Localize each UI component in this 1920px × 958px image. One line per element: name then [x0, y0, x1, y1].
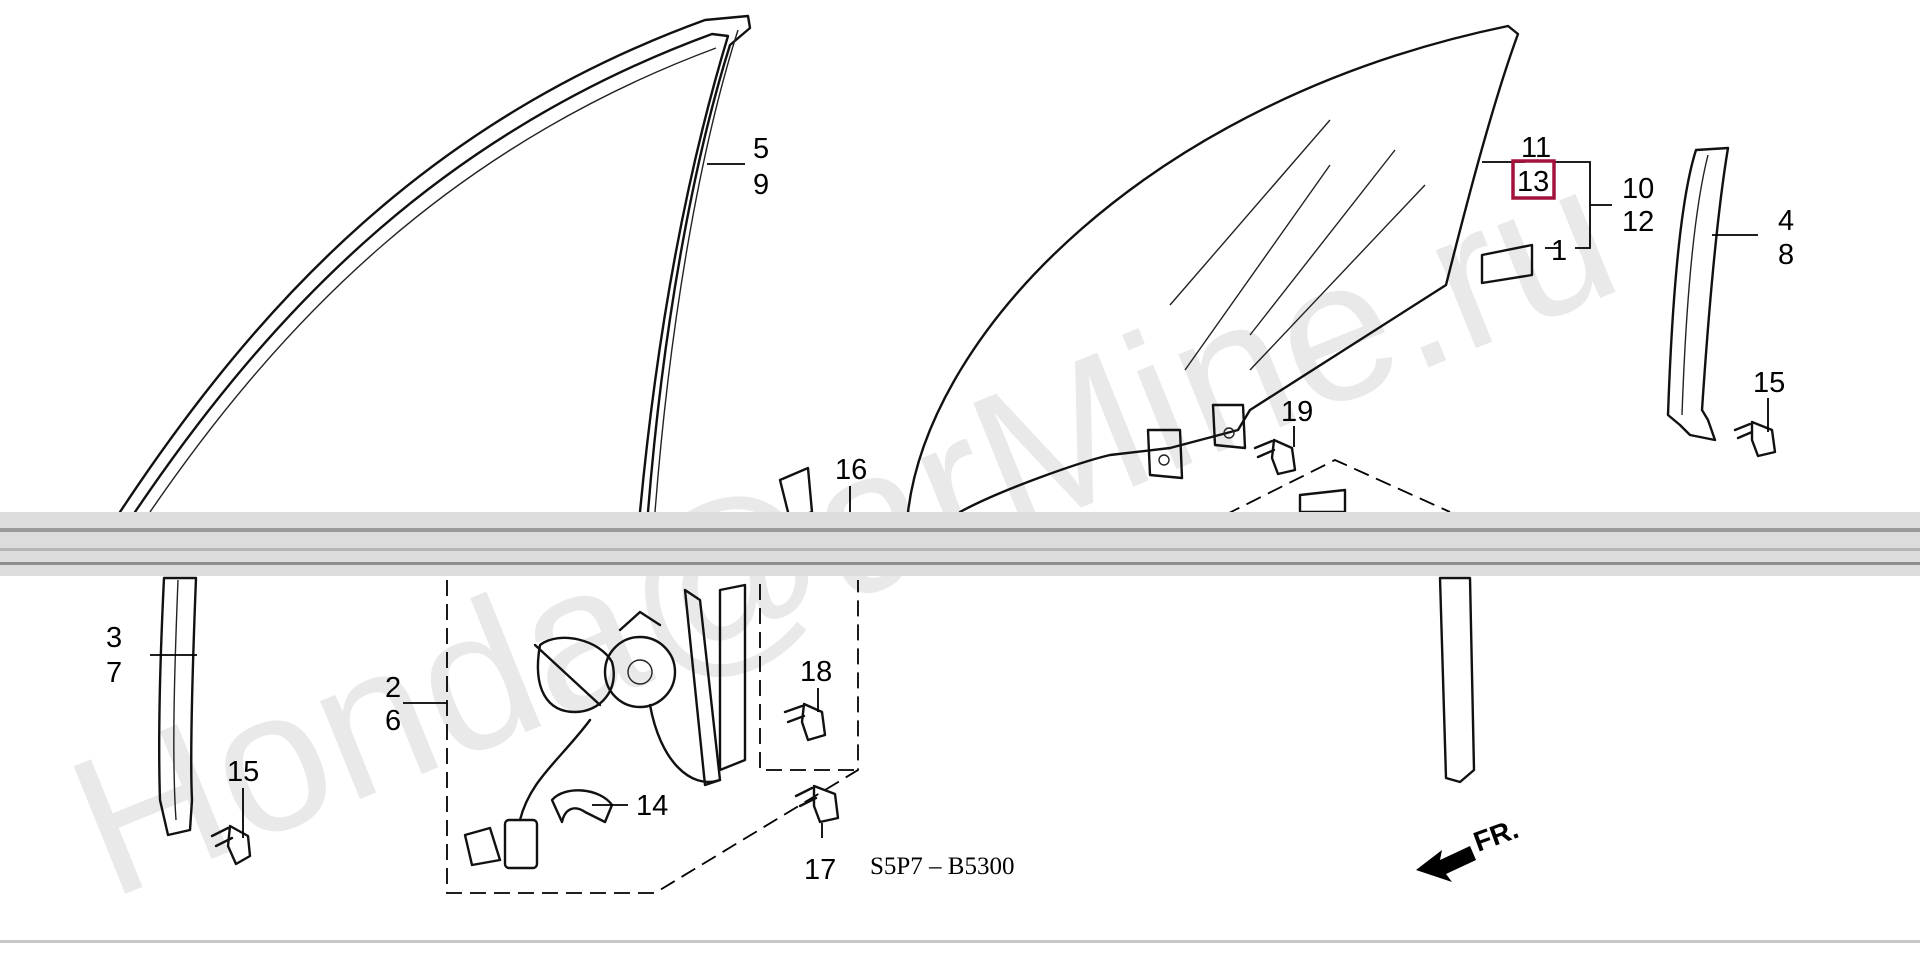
bolt-17[interactable]	[794, 784, 840, 824]
front-lower-channel[interactable]	[158, 576, 198, 837]
callout-6: 6	[385, 705, 401, 737]
bolt-15-rear[interactable]	[1733, 420, 1777, 458]
callout-10: 10	[1622, 173, 1654, 205]
callout-2: 2	[385, 672, 401, 704]
harness-clip[interactable]	[550, 789, 614, 824]
rear-lower-channel[interactable]	[1438, 576, 1476, 784]
callout-17: 17	[804, 854, 836, 886]
leader-lines	[150, 161, 1769, 838]
bolt-18[interactable]	[783, 702, 827, 742]
callout-18: 18	[800, 656, 832, 688]
door-glass[interactable]	[906, 24, 1520, 514]
diagram-code: S5P7 – B5300	[870, 853, 1014, 880]
callout-15-front: 15	[227, 756, 259, 788]
callout-3: 3	[106, 622, 122, 654]
callout-5: 5	[753, 133, 769, 165]
front-direction-arrow: FR.	[1416, 813, 1522, 882]
bolt-15-front[interactable]	[210, 824, 252, 866]
bolt-19[interactable]	[1253, 438, 1297, 476]
regulator-assembly[interactable]	[446, 459, 1451, 894]
callout-16: 16	[835, 454, 867, 486]
callout-7: 7	[106, 657, 122, 689]
callout-1: 1	[1551, 235, 1567, 267]
callout-9: 9	[753, 169, 769, 201]
callout-8: 8	[1778, 239, 1794, 271]
callout-15-rear: 15	[1753, 367, 1785, 399]
callout-13-highlight[interactable]	[1511, 159, 1556, 200]
callout-19: 19	[1281, 396, 1313, 428]
scan-noise-band	[0, 512, 1920, 576]
regulator-bracket-rear[interactable]	[1298, 488, 1347, 514]
callout-11: 11	[1521, 132, 1551, 164]
front-arrow-label: FR.	[1469, 813, 1522, 858]
front-sash-channel[interactable]	[118, 14, 752, 514]
callout-14: 14	[636, 790, 668, 822]
label-plate[interactable]	[1480, 243, 1534, 285]
callout-12: 12	[1622, 206, 1654, 238]
rear-sash-channel[interactable]	[1666, 146, 1730, 442]
callout-13[interactable]: 13	[1517, 166, 1549, 198]
callout-4: 4	[1778, 205, 1794, 237]
